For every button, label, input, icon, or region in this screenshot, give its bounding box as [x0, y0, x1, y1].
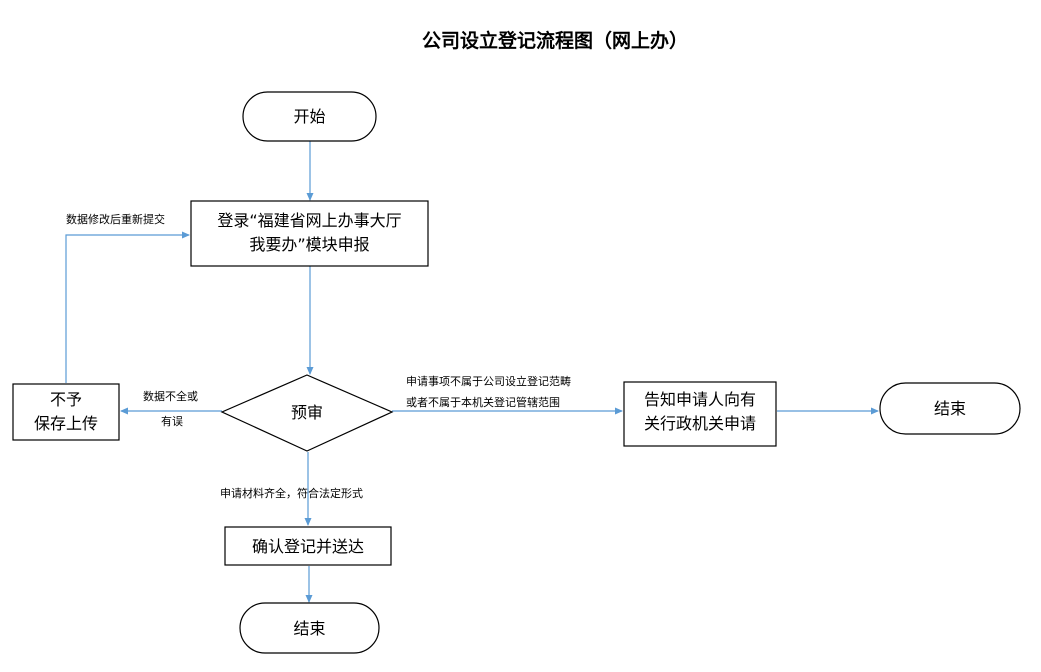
edge-label-out-of-scope-line2: 或者不属于本机关登记管辖范围 [406, 395, 560, 409]
confirm-node: 确认登记并送达 [224, 526, 392, 566]
review-decision: 预审 [220, 374, 394, 452]
reject-label-line2: 保存上传 [34, 414, 98, 433]
end-bottom-node: 结束 [239, 602, 380, 654]
edge-label-out-of-scope-line1: 申请事项不属于公司设立登记范畴 [406, 374, 571, 388]
start-node: 开始 [242, 91, 377, 142]
inform-label-line2: 关行政机关申请 [644, 414, 756, 433]
reject-label-line1: 不予 [50, 390, 82, 409]
review-label: 预审 [291, 403, 323, 422]
edge-label-complete: 申请材料齐全，符合法定形式 [220, 486, 363, 500]
arrow-reject-to-register [65, 231, 190, 383]
edge-label-incomplete-line1: 数据不全或 [143, 389, 198, 403]
end-right-label: 结束 [934, 399, 966, 418]
register-node: 登录“福建省网上办事大厅 我要办”模块申报 [190, 200, 429, 267]
register-label-line1: 登录“福建省网上办事大厅 [217, 211, 401, 230]
page-title: 公司设立登记流程图（网上办） [422, 29, 688, 52]
start-label: 开始 [293, 107, 325, 126]
confirm-label: 确认登记并送达 [252, 537, 364, 556]
edge-label-incomplete-line2: 有误 [161, 414, 183, 428]
register-label-line2: 我要办”模块申报 [249, 235, 369, 254]
end-bottom-label: 结束 [293, 619, 325, 638]
end-right-node: 结束 [879, 382, 1021, 435]
reject-node: 不予 保存上传 [12, 383, 120, 441]
inform-node: 告知申请人向有 关行政机关申请 [623, 381, 777, 447]
inform-label-line1: 告知申请人向有 [644, 390, 756, 409]
edge-label-resubmit: 数据修改后重新提交 [66, 212, 165, 226]
